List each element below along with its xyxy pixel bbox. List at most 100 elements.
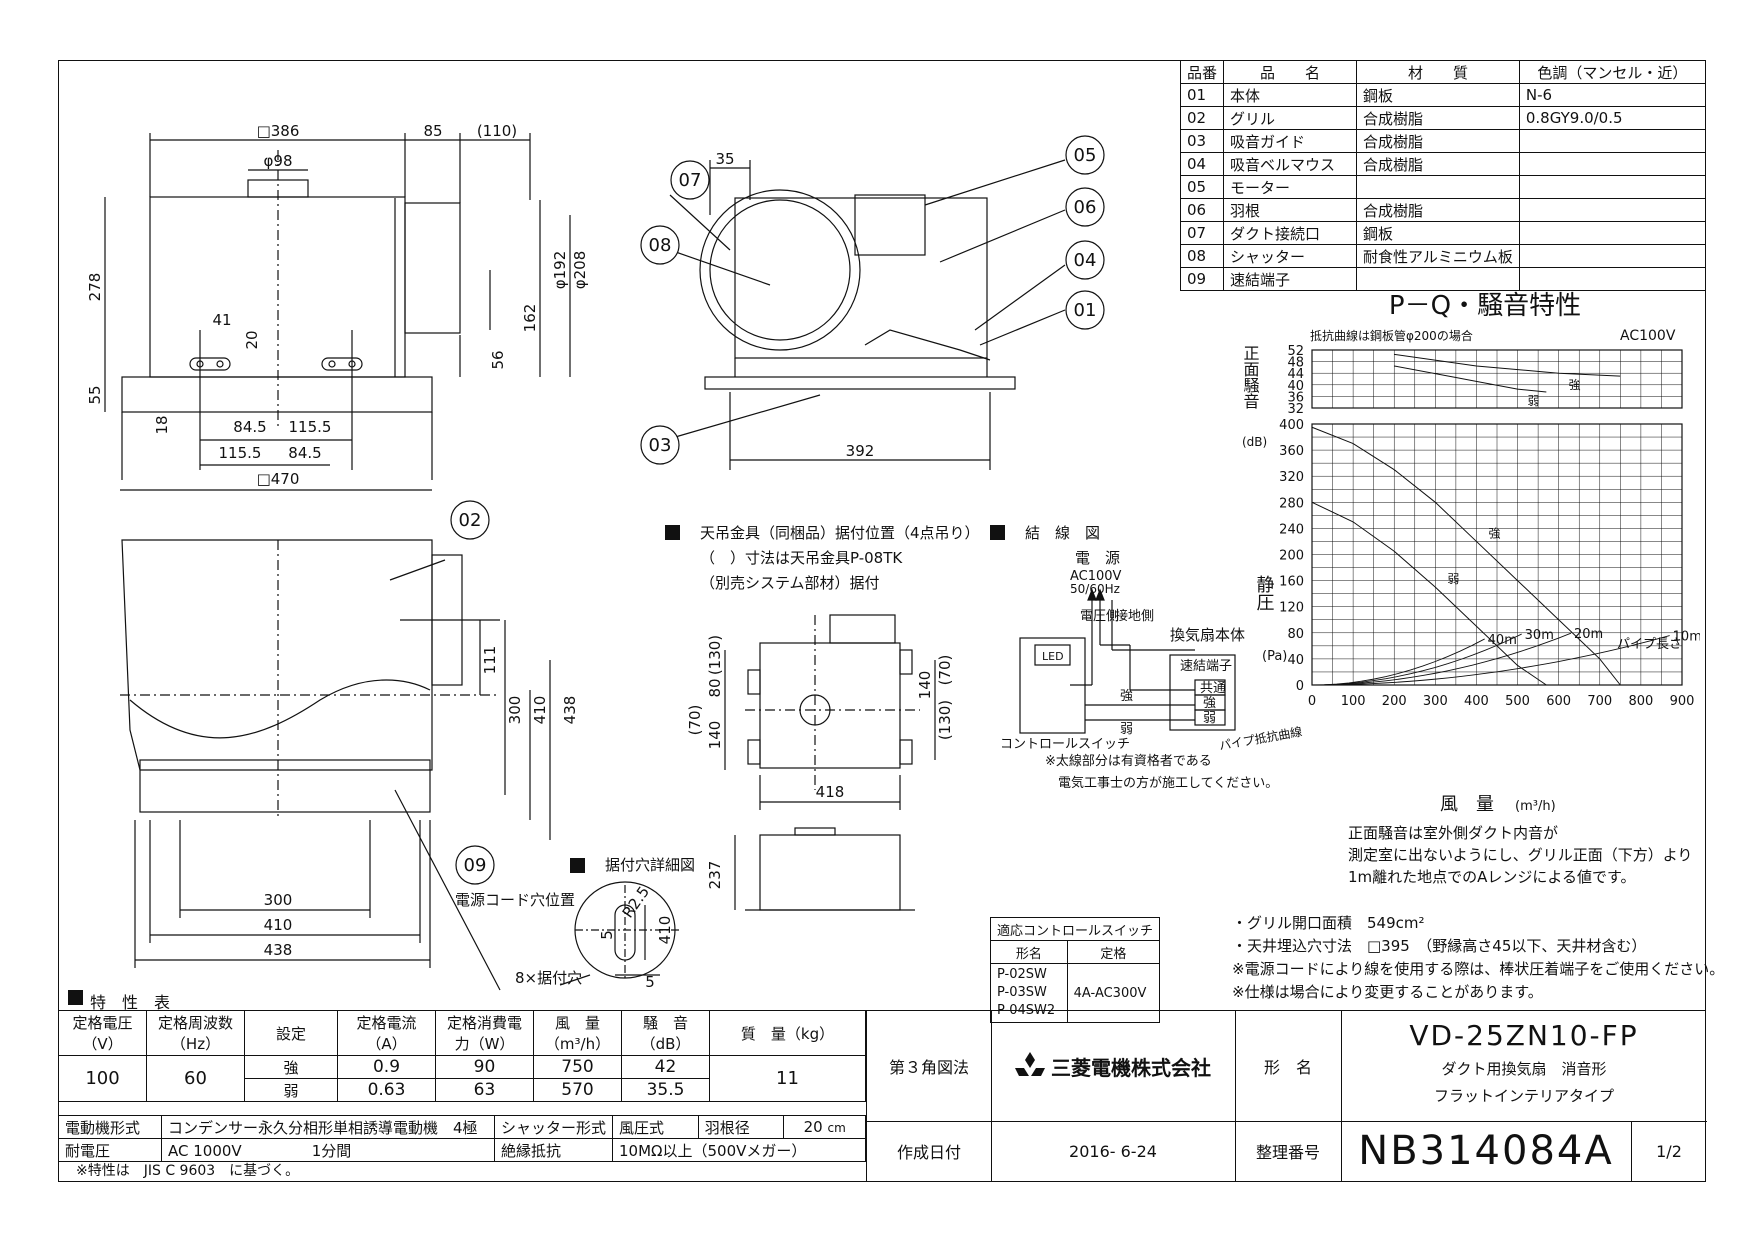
pq-ylabel: 静圧 [1254,575,1275,611]
spec-airflow: 570 [533,1078,622,1102]
spec-header-airflow: 風 量（m³/h） [533,1010,622,1056]
parts-no: 05 [1179,175,1225,199]
parts-material: 合成樹脂 [1356,152,1520,176]
hanger-plan [724,614,936,911]
withstand-voltage: AC 1000V [168,1141,242,1160]
model-desc-2: フラットインテリアタイプ [1433,1087,1614,1105]
spec-power: 90 [435,1055,534,1079]
dim-5: 5 [645,973,655,991]
parts-name: 吸音ガイド [1223,129,1358,153]
noise-tick-label: 36 [1287,390,1304,405]
switch-table-title: 適応コントロールスイッチ [989,917,1161,941]
label-common: 共通 [1200,681,1226,696]
dim-80: 80 [706,678,724,697]
pq-xtick-label: 400 [1464,694,1489,709]
pq-ytick-label: 400 [1279,418,1304,433]
pq-xunit: (m³/h) [1515,799,1556,814]
spec-footnote: ※特性は JIS C 9603 に基づく。 [76,1163,300,1179]
noise-series-label: 弱 [1528,394,1540,408]
spec-voltage: 100 [58,1055,147,1102]
label-terminal: 速結端子 [1180,659,1232,674]
pq-series-label: 強 [1488,526,1500,540]
dim-300h: 300 [264,891,293,909]
parts-name: 速結端子 [1223,267,1358,291]
pq-xtick-label: 500 [1505,694,1530,709]
noise-yunit: (dB) [1242,435,1267,449]
callout-07: 07 [679,170,702,191]
pq-xtick-label: 100 [1341,694,1366,709]
table-row: 弱 0.63 63 570 35.5 [59,1078,866,1102]
parts-color [1518,244,1707,268]
dim-140b: 140 [916,671,934,700]
label-power: 電 源 [1075,549,1120,567]
parts-name: 羽根 [1223,198,1358,222]
dim-392: 392 [846,442,875,460]
parts-color [1518,198,1707,222]
front-view [104,133,571,491]
pq-xtick-label: 900 [1670,694,1695,709]
pq-ytick-label: 320 [1279,470,1304,485]
parts-material [1356,267,1520,291]
callout-08: 08 [649,235,672,256]
switch-rating: 4A-AC300V [1066,963,1161,1023]
pq-xlabel: 風 量 [1440,794,1494,815]
pq-xtick-label: 300 [1423,694,1448,709]
pipe-length-label: 10m [1673,630,1700,645]
dim-410-hole: 410 [656,916,674,945]
label-weak: 弱 [1203,711,1216,726]
shutter-label: シャッター形式 [493,1115,614,1139]
noise-tick-label: 40 [1287,379,1304,394]
dim-41: 41 [212,311,231,329]
label-power-cord: 電源コード穴位置 [455,891,575,909]
pq-series-line [1311,501,1547,686]
projection: 第３角図法 [867,1011,992,1122]
label-hz: 50/60Hz [1070,582,1120,596]
dim-70b: (70) [936,655,954,686]
dim-18: 18 [153,415,171,434]
dim-162: 162 [521,304,539,333]
parts-header-no: 品番 [1179,60,1225,84]
pq-series-label: 弱 [1447,572,1459,586]
parts-no: 06 [1179,198,1225,222]
parts-name: モーター [1223,175,1358,199]
spec-header-voltage: 定格電圧（V） [58,1010,147,1056]
section-marker-spec [68,990,83,1005]
dim-237: 237 [706,861,724,890]
noise-series-line [1394,353,1621,377]
spec-setting: 弱 [244,1078,338,1102]
motor-value: コンデンサー永久分相形単相誘導電動機 4極 [161,1115,495,1139]
spec-header-setting: 設定 [244,1010,338,1056]
dim-phi98: φ98 [264,152,293,170]
label-wiring-note1: ※太線部分は有資格者である [1045,753,1212,769]
noise-tick-label: 32 [1287,402,1304,417]
dim-130b: (130) [936,700,954,740]
dim-55: 55 [86,385,104,404]
noise-series-label: 強 [1569,378,1581,392]
parts-color [1518,152,1707,176]
switch-header-rating: 定格 [1066,940,1161,964]
spec-header-freq: 定格周波数（Hz） [146,1010,245,1056]
spec-table: 定格電圧（V） 定格周波数（Hz） 設定 定格電流（A） 定格消費電力（W） 風… [58,1010,866,1102]
table-row: 100 60 強 0.9 90 750 42 11 [58,1055,866,1102]
dim-phi208: φ208 [571,251,589,290]
pq-noise-chart: P－Q・騒音特性 抵抗曲線は鋼板管φ200の場合 AC100V 正面騒音 (dB… [1218,291,1700,815]
side-note-2: ・天井埋込穴寸法 □395 （野縁高さ45以下、天井材含む） [1232,937,1647,955]
label-led: LED [1042,650,1064,663]
label-fan-body: 換気扇本体 [1170,626,1245,644]
parts-no: 08 [1179,244,1225,268]
spec-header-mass: 質 量（kg） [709,1010,866,1056]
parts-no: 04 [1179,152,1225,176]
pq-xtick-label: 200 [1382,694,1407,709]
pq-ytick-label: 80 [1287,627,1304,642]
blade-unit: cm [827,1121,846,1135]
spec-noise: 35.5 [621,1078,710,1102]
spec-freq: 60 [146,1055,245,1102]
spec-table-2: 電動機形式 コンデンサー永久分相形単相誘導電動機 4極 シャッター形式 風圧式 … [58,1115,866,1162]
label-weak-line: 弱 [1120,722,1133,737]
label-ac: AC100V [1070,569,1122,584]
